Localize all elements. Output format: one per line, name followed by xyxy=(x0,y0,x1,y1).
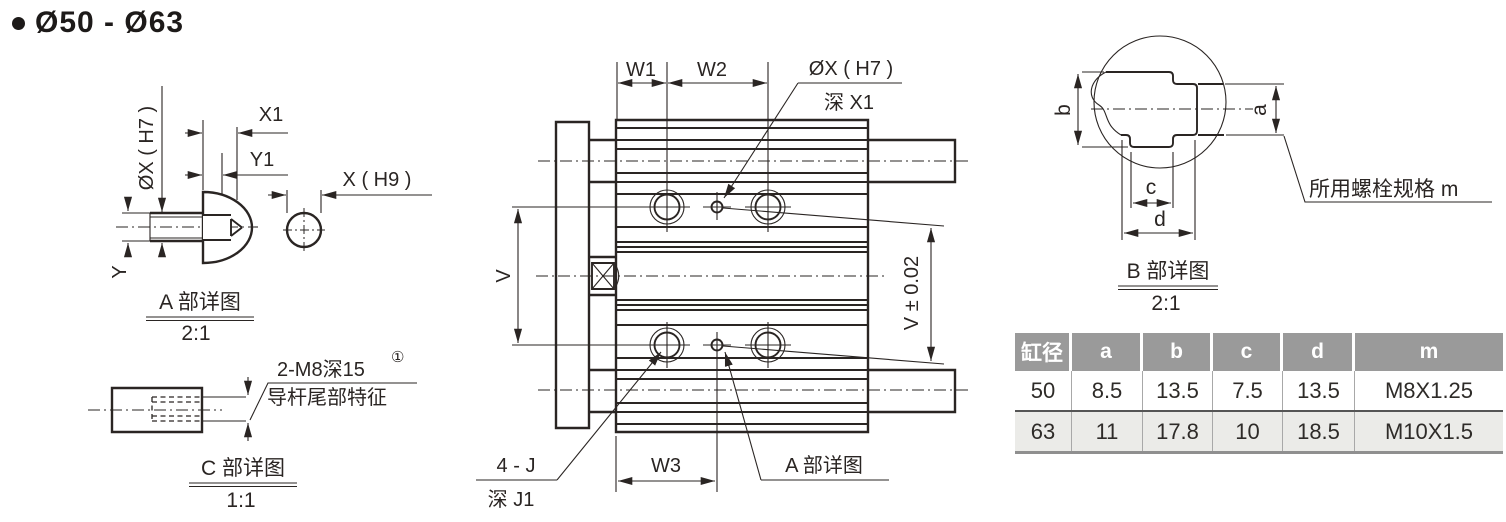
table-cell: 13.5 xyxy=(1283,371,1355,410)
dim-w2-label: W2 xyxy=(697,59,727,81)
dim-xh9-extensions xyxy=(286,190,432,213)
pin-hole-crosshair xyxy=(283,208,325,252)
table-cell: 7.5 xyxy=(1213,371,1283,410)
dim-b-extensions xyxy=(1082,71,1128,148)
table-header-a: a xyxy=(1072,333,1143,371)
detail-balloon-circle xyxy=(1093,35,1227,169)
detail-c-scale: 1:1 xyxy=(226,489,255,512)
table-cell: 17.8 xyxy=(1143,412,1213,451)
end-plate-outline xyxy=(554,120,591,430)
table-cell: M10X1.5 xyxy=(1384,418,1474,444)
detail-a-caption-underline xyxy=(146,316,254,322)
pinhole-note-label: ØX ( H7 ) xyxy=(809,58,893,80)
dome-section xyxy=(201,190,254,265)
dim-diax-label: ØX ( H7 ) xyxy=(136,106,158,190)
rod-tail-note-label: 导杆尾部特征 xyxy=(267,386,387,409)
dim-vtol-label: V ± 0.02 xyxy=(901,256,923,330)
dim-x1-extensions xyxy=(202,120,288,200)
dim-y-label: Y xyxy=(109,265,131,278)
table-header-b: b xyxy=(1143,333,1213,371)
groove-surface-lines xyxy=(1198,83,1224,136)
dome-bore-clearout xyxy=(203,215,231,240)
detail-a-ref-label: A 部详图 xyxy=(785,454,863,477)
table-cell: 8.5 xyxy=(1072,371,1143,410)
main-view: W1 W2 ØX ( H7 ) 深 X1 V V ± 0.02 W3 4 - J… xyxy=(476,58,972,511)
dim-vtol-leaders xyxy=(722,207,945,365)
detail-b-caption-underline xyxy=(1118,285,1218,291)
thread-note-label: 2-M8深15 xyxy=(277,358,365,381)
dim-d-label: d xyxy=(1154,208,1166,231)
detail-b-caption: B 部详图 xyxy=(1127,260,1210,283)
detail-a-caption: A 部详图 xyxy=(159,291,241,314)
crosshair-extension-lines xyxy=(512,62,791,492)
thread-extension-lines xyxy=(202,396,246,422)
bushing-strip-lines xyxy=(589,138,616,414)
dimension-table: 缸径 a b c d m 50 8.5 13.5 7.5 13.5 M8X1.2… xyxy=(1015,333,1503,454)
pin-inner-lines xyxy=(122,212,203,242)
table-cell: M8X1.25 xyxy=(1384,377,1474,403)
pinhole-depth-label: 深 X1 xyxy=(824,91,874,114)
table-header-c: c xyxy=(1213,333,1283,371)
break-line xyxy=(1090,71,1122,136)
dim-x1-label: X1 xyxy=(259,104,283,126)
table-cell: 18.5 xyxy=(1283,412,1355,451)
cylinder-body-outline xyxy=(614,118,870,434)
detail-c-caption: C 部详图 xyxy=(201,457,285,480)
guide-rod-stubs xyxy=(868,138,957,414)
page-title: Ø50 - Ø63 xyxy=(35,6,185,39)
body-machined-lines xyxy=(616,127,868,425)
dim-xh9-label: X ( H9 ) xyxy=(343,169,412,191)
mounting-thread-label: 4 - J xyxy=(497,455,536,477)
pinhole-note-leader xyxy=(723,82,799,199)
mounting-thread-leader xyxy=(556,351,662,481)
table-row: 50 8.5 13.5 7.5 13.5 M8X1.25 xyxy=(1015,371,1503,410)
bore-size-title: Ø50 - Ø63 xyxy=(12,6,184,40)
pin-outline xyxy=(150,211,203,243)
thread-note-leader xyxy=(249,382,417,421)
wrench-flat-cross xyxy=(591,262,620,290)
thread-note-footnote: ① xyxy=(391,349,404,366)
table-cell: 11 xyxy=(1072,412,1143,451)
detail-c-caption-underline xyxy=(189,482,297,488)
table-header-row: 缸径 a b c d m xyxy=(1015,333,1503,371)
dim-b-label: b xyxy=(1052,104,1075,116)
table-cell: 13.5 xyxy=(1143,371,1213,410)
table-header-bore: 缸径 xyxy=(1015,333,1072,371)
dim-a-label: a xyxy=(1248,104,1271,116)
table-row: 63 11 17.8 10 18.5 M10X1.5 xyxy=(1015,410,1503,451)
dim-v-label: V xyxy=(493,269,515,283)
mounting-thread-depth-label: 深 J1 xyxy=(488,488,535,511)
dim-y1-extensions xyxy=(221,153,288,195)
dim-a-extensions xyxy=(1225,83,1284,136)
dim-w3-label: W3 xyxy=(651,455,681,477)
dim-c-label: c xyxy=(1146,176,1157,199)
thread-hidden-lines xyxy=(151,396,202,422)
table-header-m: m xyxy=(1419,340,1439,363)
detail-a-ref-leader xyxy=(724,351,762,481)
dim-y1-label: Y1 xyxy=(250,149,274,171)
sensor-groove-profile xyxy=(1106,71,1198,148)
detail-a-scale: 2:1 xyxy=(181,322,210,345)
detail-c-view: 2-M8深15 ① 导杆尾部特征 C 部详图 1:1 xyxy=(88,349,417,512)
detail-b-scale: 2:1 xyxy=(1151,292,1180,315)
dim-cd-extensions xyxy=(1121,140,1196,240)
bullet-icon xyxy=(12,16,25,30)
rod-end-outline xyxy=(110,386,204,434)
table-cell: 10 xyxy=(1213,412,1283,451)
dome-bore-outline xyxy=(203,214,243,241)
bolt-note-label: 所用螺栓规格 m xyxy=(1309,178,1458,201)
table-cell: 50 xyxy=(1015,371,1072,410)
bolt-note-leader xyxy=(1283,135,1492,203)
dim-w1-label: W1 xyxy=(626,59,656,81)
main-centerlines xyxy=(536,160,972,391)
detail-b-view: b a c d 所用螺栓规格 m B 部详图 2:1 xyxy=(1052,35,1492,315)
table-cell: 63 xyxy=(1015,412,1072,451)
table-header-d: d xyxy=(1283,333,1355,371)
detail-a-view: Y ØX ( H7 ) X1 Y1 X ( H9 ) A 部详图 xyxy=(109,86,432,345)
